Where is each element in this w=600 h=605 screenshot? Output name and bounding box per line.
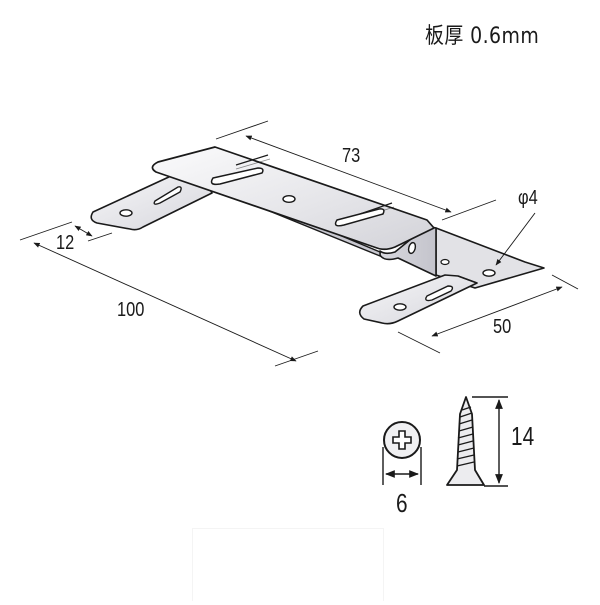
screw-diameter-label: 6 [396,488,408,518]
dimension-label-50: 50 [493,316,512,338]
dimension-50 [397,274,579,354]
screw-side-icon [446,396,508,487]
dimension-label-100: 100 [117,299,145,321]
dimension-label-73: 73 [342,145,361,167]
left-mounting-tab [90,175,213,231]
right-mounting-tab [358,274,478,325]
faint-border-artifact [192,528,384,601]
screw-length-label: 14 [511,421,535,451]
dimension-12 [74,225,113,242]
dimension-73 [215,120,497,221]
screw-head-icon [382,421,422,485]
dimension-100 [19,221,319,367]
hole-diameter-label: φ4 [518,187,538,209]
dimension-label-12: 12 [56,232,75,254]
plate-thickness-title: 板厚 0.6mm [425,24,540,49]
hole-diameter-leader [495,212,536,266]
